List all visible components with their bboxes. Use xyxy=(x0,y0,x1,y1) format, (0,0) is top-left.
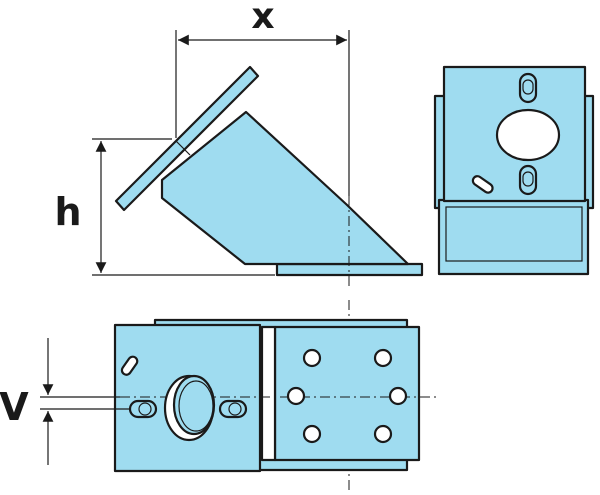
top-base-hole xyxy=(373,348,393,368)
top-hole-bore xyxy=(178,380,214,432)
front-slot-bottom-inner xyxy=(522,171,534,187)
side-flange xyxy=(114,65,260,212)
top-small-slot xyxy=(120,355,139,376)
front-base-box xyxy=(437,198,590,276)
front-slot-top xyxy=(518,72,538,104)
top-gap xyxy=(260,325,277,462)
top-base-hole xyxy=(388,386,408,406)
side-view: x h xyxy=(54,0,424,290)
x-label: x xyxy=(251,0,274,37)
front-slot-top-inner xyxy=(522,79,534,95)
top-base-hole xyxy=(373,424,393,444)
side-inclined-body xyxy=(160,110,410,266)
v-label: V xyxy=(0,385,29,429)
front-small-slot xyxy=(471,175,494,194)
front-view xyxy=(433,65,595,276)
top-hole-inner xyxy=(172,374,216,436)
h-label: h xyxy=(54,190,81,234)
top-base-hole xyxy=(286,386,306,406)
top-base-hole xyxy=(302,424,322,444)
top-view: V xyxy=(0,300,438,492)
front-slot-bottom xyxy=(518,164,538,196)
front-base-window xyxy=(445,206,583,262)
front-large-hole xyxy=(495,108,561,162)
top-base-hole xyxy=(302,348,322,368)
